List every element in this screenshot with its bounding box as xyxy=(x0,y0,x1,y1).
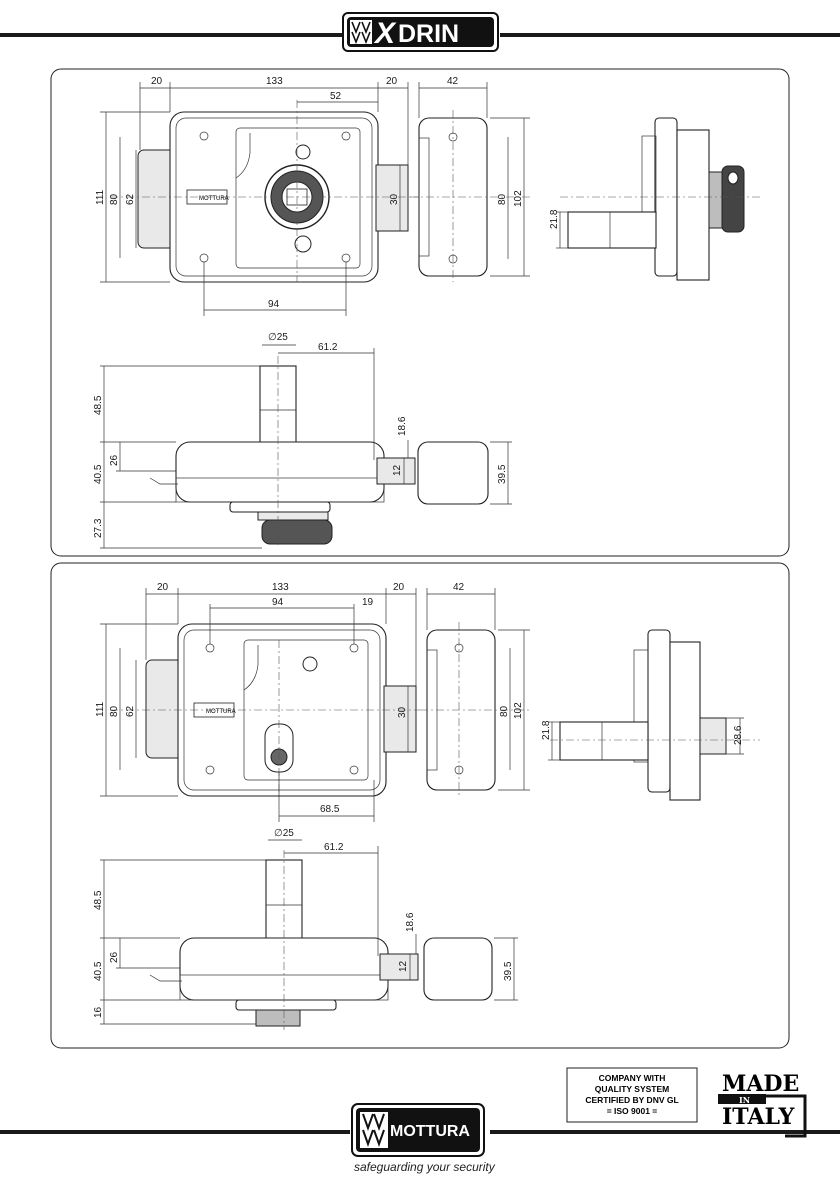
dim-19: 19 xyxy=(362,597,374,608)
dim-strike-h-outer: 102 xyxy=(513,702,524,719)
xdrin-logo-x: X xyxy=(373,17,397,50)
tagline: safeguarding your security xyxy=(354,1160,496,1174)
made-in-italy-badge: MADE IN ITALY xyxy=(718,1071,807,1138)
screw-hole xyxy=(295,144,311,160)
dim-holes: 94 xyxy=(268,299,280,310)
dim-offset: 61.2 xyxy=(318,342,338,353)
cylinder-icon xyxy=(699,717,727,755)
top-plan-view: ∅25 61.2 48.5 40.5 26 27.3 18.6 12 39.5 xyxy=(93,332,512,549)
dim-bolt-h: 26 xyxy=(109,951,120,963)
plan-case xyxy=(175,441,385,503)
italy-text: ITALY xyxy=(722,1104,795,1130)
panel-top-frame xyxy=(50,68,790,557)
dim-case: 40.5 xyxy=(93,961,104,981)
side-bolt xyxy=(559,721,649,761)
dim-cylinder: 48.5 xyxy=(93,395,104,415)
dim-height-outer: 111 xyxy=(95,189,106,205)
dim-left: 20 xyxy=(157,582,169,593)
bottom-front-view: MOTTURA 20 133 20 94 19 111 80 62 30 68.… xyxy=(95,582,420,822)
dim-offset: 61.2 xyxy=(324,842,344,853)
bottom-plan-view: ∅25 61.2 48.5 40.5 26 16 18.6 12 39.5 xyxy=(93,828,518,1030)
cert-line-3: CERTIFIED BY DNV GL xyxy=(585,1095,678,1105)
header-rule-right xyxy=(500,33,840,37)
cert-line-4: = ISO 9001 = xyxy=(607,1106,658,1116)
dim-side-cyl: 28.6 xyxy=(733,725,744,745)
dim-height-mid: 80 xyxy=(109,193,120,205)
mottura-logo: MOTTURA xyxy=(351,1103,485,1157)
certification-box: COMPANY WITH QUALITY SYSTEM CERTIFIED BY… xyxy=(566,1067,698,1123)
plan-strike xyxy=(423,937,493,1001)
dim-height-inner: 62 xyxy=(125,705,136,717)
header-rule-left xyxy=(0,33,345,37)
bottom-side-view: 21.8 28.6 xyxy=(541,629,760,801)
made-text: MADE xyxy=(722,1071,799,1097)
mottura-brand: MOTTURA xyxy=(390,1123,470,1140)
knob-icon xyxy=(261,519,333,545)
side-case xyxy=(669,641,701,801)
latch-bolt xyxy=(383,685,417,753)
dim-strike-width: 42 xyxy=(453,582,465,593)
dim-right: 20 xyxy=(386,76,398,87)
dim-strike-h-outer: 102 xyxy=(513,190,524,207)
footer: COMPANY WITH QUALITY SYSTEM CERTIFIED BY… xyxy=(0,1067,840,1174)
plan-bolt xyxy=(379,953,419,981)
latch-bolt xyxy=(375,164,409,232)
footer-rule-right xyxy=(490,1130,840,1134)
side-bolt xyxy=(567,211,657,249)
dim-cylinder: 48.5 xyxy=(93,890,104,910)
dim-key: 68.5 xyxy=(320,804,340,815)
dim-diameter: ∅25 xyxy=(268,332,288,343)
dim-width: 133 xyxy=(266,76,283,87)
dim-side-bolt: 21.8 xyxy=(549,209,560,229)
cylinder-icon xyxy=(255,1009,301,1027)
top-side-view: 21.8 xyxy=(549,117,760,281)
dim-height-outer: 111 xyxy=(95,701,106,717)
dim-bolt-h: 26 xyxy=(109,454,120,466)
dim-diameter: ∅25 xyxy=(274,828,294,839)
screw-hole xyxy=(302,656,318,672)
dim-strike-h-inner: 80 xyxy=(499,705,510,717)
cert-line-1: COMPANY WITH xyxy=(599,1073,666,1083)
panel-bottom-frame xyxy=(50,562,790,1049)
side-case xyxy=(676,129,710,281)
dim-height-mid: 80 xyxy=(109,705,120,717)
dim-strike: 39.5 xyxy=(503,961,514,981)
dim-bolt-w: 12 xyxy=(392,464,403,476)
in-text: IN xyxy=(739,1095,750,1105)
dim-bolt: 30 xyxy=(397,706,408,718)
dim-case: 40.5 xyxy=(93,464,104,484)
screw-hole xyxy=(294,235,312,253)
top-front-view: MOTTURA 20 133 20 52 111 80 62 30 94 xyxy=(95,76,420,316)
dim-bolt: 30 xyxy=(389,193,400,205)
xdrin-logo-name: DRIN xyxy=(398,20,459,48)
dim-key-offset: 52 xyxy=(330,91,342,102)
bottom-strike-view: 42 80 102 xyxy=(420,582,530,796)
cert-line-2: QUALITY SYSTEM xyxy=(595,1084,669,1094)
header: X DRIN xyxy=(0,12,840,52)
plan-bolt xyxy=(376,457,416,485)
mottura-mark-icon xyxy=(350,20,372,44)
dim-right: 20 xyxy=(393,582,405,593)
nameplate-text: MOTTURA xyxy=(206,709,236,715)
dim-left: 20 xyxy=(151,76,163,87)
dim-strike-width: 42 xyxy=(447,76,459,87)
dim-side-bolt: 21.8 xyxy=(541,720,552,740)
footer-rule-left xyxy=(0,1130,350,1134)
nameplate-text: MOTTURA xyxy=(199,196,229,202)
knob-icon xyxy=(721,165,745,233)
dim-bolt-proj: 18.6 xyxy=(397,416,408,436)
dim-strike: 39.5 xyxy=(497,464,508,484)
dim-knob: 27.3 xyxy=(93,518,104,538)
xdrin-logo: X DRIN xyxy=(342,12,499,52)
plan-strike xyxy=(417,441,489,505)
dim-holes: 94 xyxy=(272,597,284,608)
dim-bolt-proj: 18.6 xyxy=(405,912,416,932)
dim-bottom: 16 xyxy=(93,1006,104,1018)
dim-width: 133 xyxy=(272,582,289,593)
dim-strike-h-inner: 80 xyxy=(497,193,508,205)
dim-height-inner: 62 xyxy=(125,193,136,205)
dim-bolt-w: 12 xyxy=(398,960,409,972)
top-strike-view: 42 80 102 xyxy=(410,76,530,282)
